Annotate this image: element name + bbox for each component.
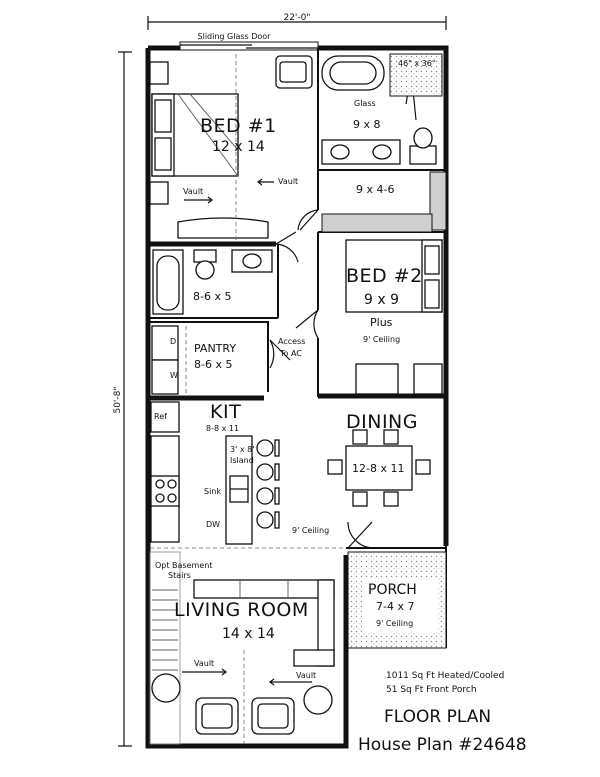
master-bath: 46" x 36" Glass 9 x 8 <box>321 53 443 165</box>
master-bath-size: 9 x 8 <box>353 118 381 131</box>
vault-bed-label: Vault <box>278 177 298 186</box>
bed-2-name: BED #2 <box>346 265 423 287</box>
shower-label: 46" x 36" <box>398 59 436 68</box>
island-label-2: Island <box>230 456 254 465</box>
pantry-size: 8-6 x 5 <box>194 358 232 371</box>
title-house-plan: House Plan #24648 <box>358 735 527 755</box>
closet: 9 x 4-6 <box>356 183 394 196</box>
bed-1-name: BED #1 <box>200 115 277 137</box>
porch-size: 7-4 x 7 <box>376 600 414 613</box>
bed-2-extra: Plus <box>370 316 393 329</box>
title-floor-plan: FLOOR PLAN <box>384 707 491 727</box>
sliding-door-label: Sliding Glass Door <box>198 32 272 41</box>
bed-2-size: 9 x 9 <box>364 292 399 308</box>
vault-bed-left-label: Vault <box>183 187 203 196</box>
access-to-ac: Access To AC <box>278 337 305 358</box>
kit-ceiling: 9' Ceiling <box>292 526 329 535</box>
living-size: 14 x 14 <box>222 626 275 642</box>
dimension-depth: 50'-8" <box>113 51 132 747</box>
dining-size: 12-8 x 11 <box>352 462 404 475</box>
living-room: Opt Basement Stairs LIVING ROOM 14 x 14 … <box>149 551 335 745</box>
dining: DINING 12-8 x 11 <box>327 411 431 507</box>
bed-1-size: 12 x 14 <box>212 139 265 155</box>
pantry-name: PANTRY <box>194 342 236 355</box>
vault-living-left: Vault <box>194 659 214 668</box>
dimension-width: 22'-0" <box>147 13 447 30</box>
pantry-w-label: W <box>170 371 178 380</box>
porch-name: PORCH <box>368 582 417 598</box>
basement-label: Opt Basement <box>155 561 212 570</box>
bed-2-ceiling: 9' Ceiling <box>363 335 400 344</box>
closet-size: 9 x 4-6 <box>356 183 394 196</box>
pantry: D W PANTRY 8-6 x 5 <box>151 325 236 395</box>
dining-name: DINING <box>346 411 418 433</box>
glass-label: Glass <box>354 99 376 108</box>
pantry-d-label: D <box>170 337 176 346</box>
kit-name: KIT <box>210 401 241 423</box>
ref-label: Ref <box>154 412 167 421</box>
sink-label: Sink <box>204 487 221 496</box>
dw-label: DW <box>206 520 220 529</box>
depth-label: 50'-8" <box>113 386 123 413</box>
title-block: FLOOR PLAN House Plan #24648 <box>358 707 527 755</box>
bed-1-room: BED #1 12 x 14 Vault Vault <box>149 54 313 240</box>
width-label: 22'-0" <box>283 13 310 23</box>
bed-2-room: BED #2 9 x 9 Plus 9' Ceiling <box>345 239 443 395</box>
bath-2-size: 8-6 x 5 <box>193 290 231 303</box>
porch: PORCH 7-4 x 7 9' Ceiling <box>347 551 447 649</box>
kitchen: Ref KIT 8-8 x 11 3' x 8' Island Sink DW … <box>150 401 329 545</box>
porch-area: 51 Sq Ft Front Porch <box>386 685 477 695</box>
interior-walls <box>148 48 447 549</box>
living-name: LIVING ROOM <box>174 599 309 621</box>
sliding-glass-door: Sliding Glass Door <box>179 32 319 51</box>
bath-2: 8-6 x 5 <box>152 249 273 315</box>
access-label: Access <box>278 337 305 346</box>
heated-area: 1011 Sq Ft Heated/Cooled <box>386 671 504 681</box>
porch-ceiling: 9' Ceiling <box>376 619 413 628</box>
to-ac-label: To AC <box>279 349 302 358</box>
area-notes: 1011 Sq Ft Heated/Cooled 51 Sq Ft Front … <box>386 671 504 695</box>
stairs-label: Stairs <box>168 571 191 580</box>
kit-size: 8-8 x 11 <box>206 424 239 433</box>
vault-living-right: Vault <box>296 671 316 680</box>
island-label: 3' x 8' <box>230 445 254 454</box>
